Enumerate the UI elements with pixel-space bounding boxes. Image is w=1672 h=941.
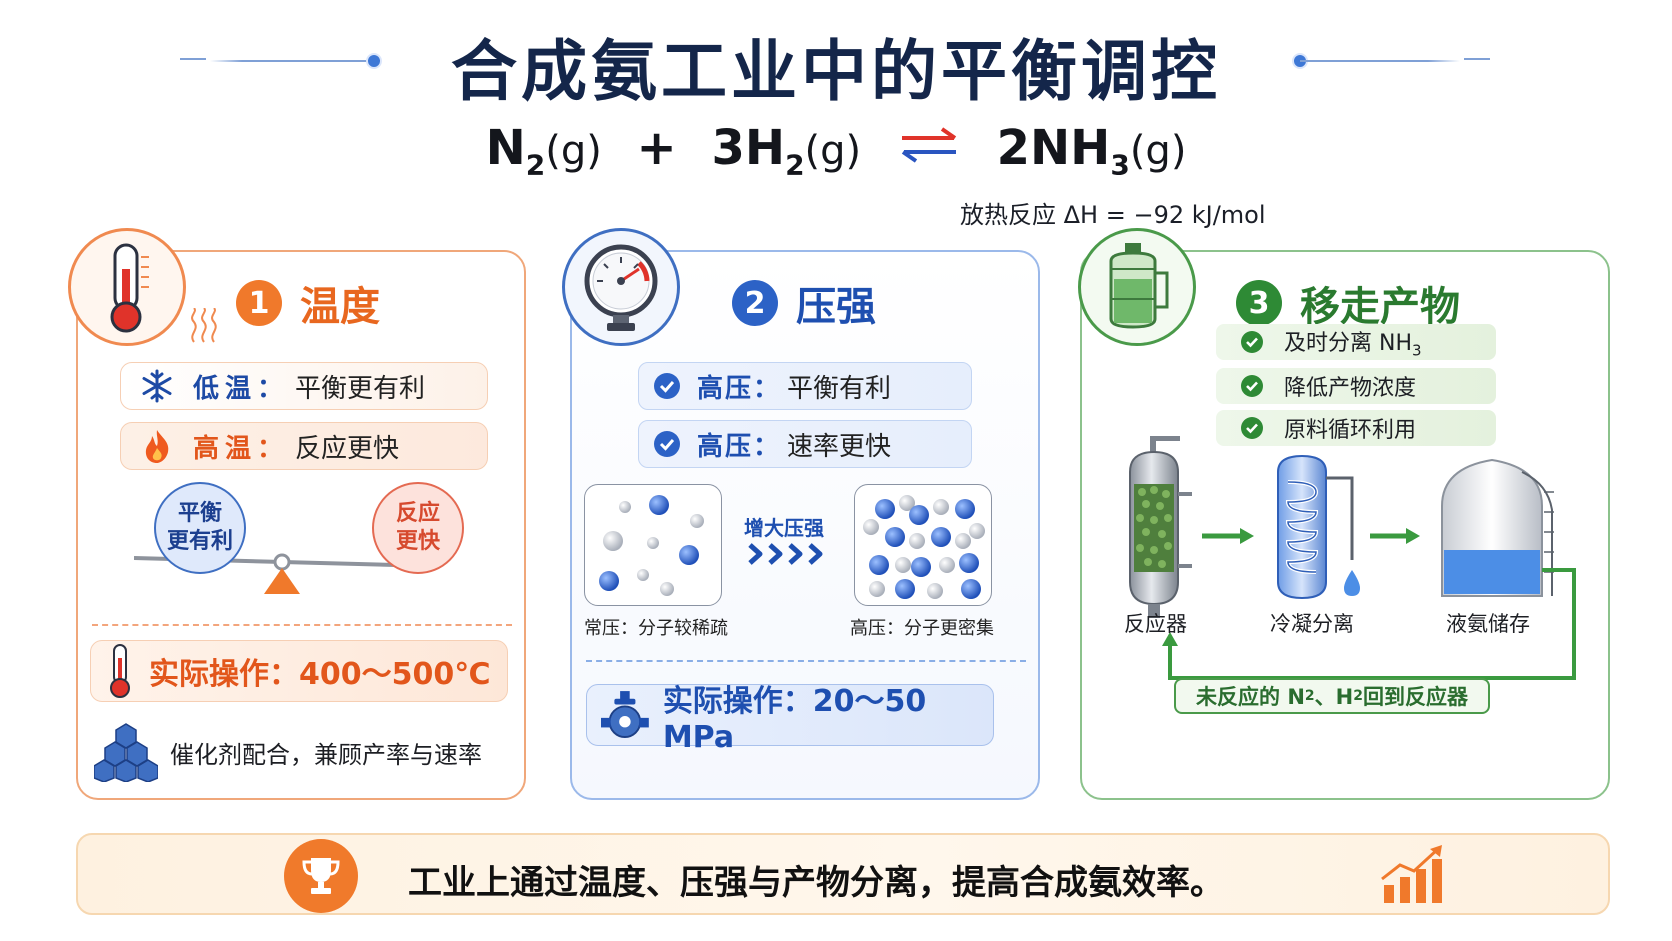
high-pressure-molecules bbox=[854, 484, 992, 606]
check-icon bbox=[654, 431, 680, 457]
thermometer-icon bbox=[68, 228, 186, 346]
balance-scale: 平衡 更有利 反应 更快 bbox=[134, 482, 474, 612]
divider bbox=[92, 624, 512, 626]
high-temp-value: 反应更快 bbox=[295, 433, 400, 464]
storage-label: 液氨储存 bbox=[1446, 612, 1530, 636]
step-separate-nh3: 及时分离 NH3 bbox=[1216, 324, 1496, 360]
temperature-operation: 实际操作：400～500℃ bbox=[90, 640, 508, 702]
pressure-panel: 2 压强 高压： 平衡有利 高压： 速率更快 bbox=[562, 228, 1040, 800]
reactor-icon bbox=[1129, 436, 1192, 618]
summary-text: 工业上通过温度、压强与产物分离，提高合成氨效率。 bbox=[408, 863, 1224, 903]
product-removal-panel: 3 移走产物 及时分离 NH3 降低产物浓度 原料循环利用 bbox=[1078, 228, 1610, 800]
product-title: 移走产物 bbox=[1300, 284, 1460, 330]
reactant-n2: N2(g) bbox=[485, 120, 602, 182]
high-temp-row: 高温： 反应更快 bbox=[120, 422, 488, 470]
pressure-gauge-icon bbox=[562, 228, 680, 346]
low-pressure-caption: 常压：分子较稀疏 bbox=[584, 618, 728, 639]
heat-waves-icon bbox=[191, 308, 217, 343]
step-reduce-concentration: 降低产物浓度 bbox=[1216, 368, 1496, 404]
temperature-panel: 1 温度 低温： 平衡更有利 高温： 反应更快 bbox=[68, 228, 526, 800]
enthalpy-note: 放热反应 ΔH = −92 kJ/mol bbox=[960, 201, 1266, 229]
pressure-header: 2 压强 bbox=[732, 274, 876, 332]
thermometer-small-icon bbox=[110, 644, 130, 698]
condenser-icon bbox=[1277, 454, 1360, 600]
page-title: 合成氨工业中的平衡调控 bbox=[451, 33, 1221, 110]
storage-tank-icon bbox=[1441, 458, 1554, 597]
low-temp-row: 低温： 平衡更有利 bbox=[120, 362, 488, 410]
check1-key: 高压： bbox=[697, 373, 782, 404]
summary-banner: 工业上通过温度、压强与产物分离，提高合成氨效率。 bbox=[76, 833, 1610, 915]
high-pressure-caption: 高压：分子更密集 bbox=[850, 618, 994, 639]
flame-icon bbox=[135, 428, 179, 464]
high-pressure-rate-row: 高压： 速率更快 bbox=[638, 420, 972, 468]
step-number-1: 1 bbox=[236, 280, 282, 326]
title-decor-line-right bbox=[1300, 58, 1490, 62]
high-pressure-equilibrium-row: 高压： 平衡有利 bbox=[638, 362, 972, 410]
ammonia-tank-icon bbox=[1078, 228, 1196, 346]
increase-pressure-label: 增大压强 bbox=[744, 516, 824, 540]
catalyst-note: 催化剂配合，兼顾产率与速率 bbox=[94, 722, 482, 782]
reactant-h2: 3H2(g) bbox=[711, 120, 862, 182]
product-nh3: 2NH3(g) bbox=[996, 120, 1187, 182]
step-number-3: 3 bbox=[1236, 280, 1282, 326]
hexagon-catalyst-icon bbox=[94, 723, 158, 782]
product-header: 3 移走产物 bbox=[1236, 274, 1460, 332]
temperature-title: 温度 bbox=[300, 284, 380, 330]
equilibrium-arrows-icon bbox=[901, 127, 957, 163]
chevron-right-arrows-icon bbox=[748, 543, 823, 565]
balance-left-bubble: 平衡 更有利 bbox=[154, 482, 246, 574]
reactor-label: 反应器 bbox=[1124, 612, 1187, 636]
balance-right-bubble: 反应 更快 bbox=[372, 482, 464, 574]
check-icon bbox=[654, 373, 680, 399]
bar-chart-icon bbox=[1381, 845, 1442, 903]
low-pressure-molecules bbox=[584, 484, 722, 606]
low-temp-key: 低温： bbox=[193, 373, 290, 404]
check2-key: 高压： bbox=[697, 431, 782, 462]
high-temp-key: 高温： bbox=[193, 433, 290, 464]
valve-icon bbox=[601, 691, 649, 738]
divider bbox=[586, 660, 1026, 662]
step-number-2: 2 bbox=[732, 280, 778, 326]
check-icon bbox=[1241, 331, 1263, 353]
check-icon bbox=[1241, 417, 1263, 439]
catalyst-text: 催化剂配合，兼顾产率与速率 bbox=[170, 740, 482, 769]
title-decor-line-left bbox=[180, 58, 370, 62]
check1-value: 平衡有利 bbox=[787, 373, 892, 404]
temperature-operation-text: 实际操作：400～500℃ bbox=[149, 657, 491, 692]
reaction-equation: N2(g) + 3H2(g) 2NH3(g) bbox=[0, 120, 1672, 182]
header: 合成氨工业中的平衡调控 bbox=[0, 18, 1672, 110]
pressure-operation: 实际操作：20～50 MPa bbox=[586, 684, 994, 755]
trophy-icon bbox=[284, 839, 358, 913]
low-temp-value: 平衡更有利 bbox=[295, 373, 426, 404]
temperature-header: 1 温度 bbox=[236, 274, 380, 332]
check-icon bbox=[1241, 375, 1263, 397]
plus-sign: + bbox=[636, 120, 677, 176]
pressure-operation-text: 实际操作：20～50 MPa bbox=[662, 683, 927, 755]
pressure-title: 压强 bbox=[796, 284, 876, 330]
condenser-label: 冷凝分离 bbox=[1270, 612, 1354, 636]
snowflake-icon bbox=[135, 369, 179, 403]
step-recycle-feed: 原料循环利用 bbox=[1216, 410, 1496, 446]
check2-value: 速率更快 bbox=[787, 431, 892, 462]
process-flow-diagram bbox=[1129, 436, 1576, 680]
title-decor-dot-left bbox=[366, 53, 382, 69]
